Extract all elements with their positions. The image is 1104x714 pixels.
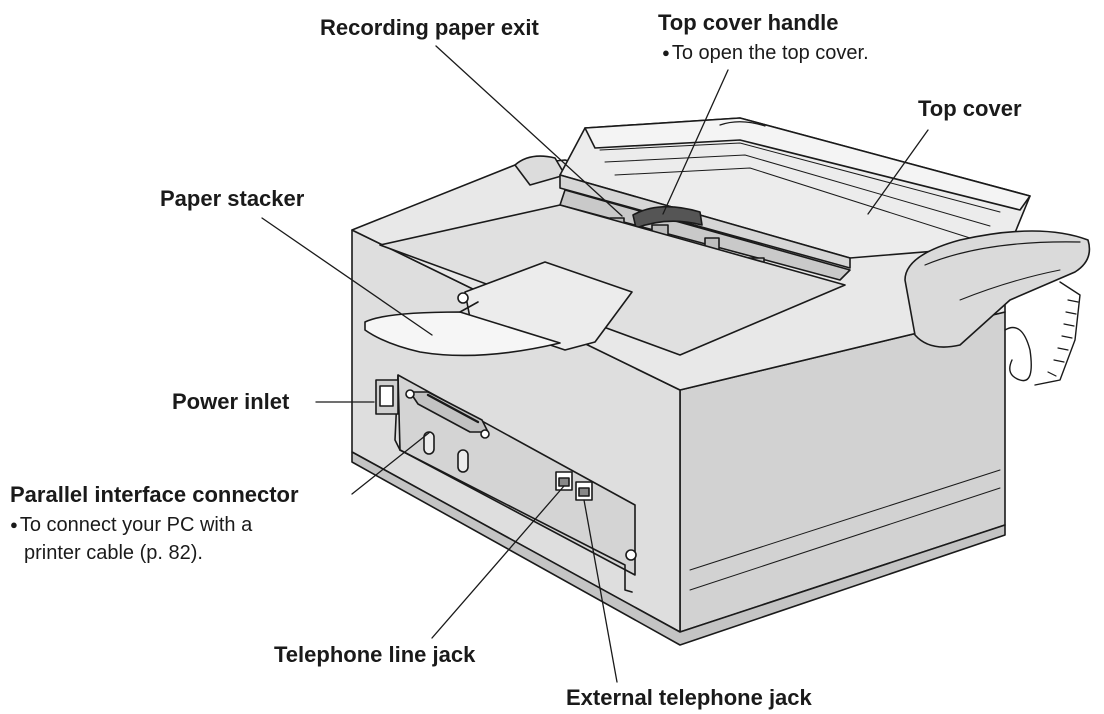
label-recording-paper-exit: Recording paper exit [320, 15, 539, 40]
parallel-interface-port [405, 389, 490, 439]
telephone-line-jack-port [555, 471, 573, 491]
label-telephone-line-jack: Telephone line jack [274, 642, 476, 667]
label-power-inlet: Power inlet [172, 389, 290, 414]
rear-slots [423, 431, 469, 473]
label-paper-stacker: Paper stacker [160, 186, 305, 211]
note-top-cover-handle: To open the top cover. [662, 40, 869, 68]
top-cover-handle [632, 205, 703, 229]
note-parallel-line2: printer cable (p. 82). [24, 542, 203, 564]
label-parallel-interface-connector: Parallel interface connector [10, 482, 299, 507]
note-parallel-line1: To connect your PC with a [10, 512, 252, 540]
power-inlet-socket [375, 379, 399, 415]
screw [625, 549, 637, 561]
note-top-cover-handle-text: To open the top cover. [671, 42, 869, 64]
external-telephone-jack-port [575, 481, 593, 501]
leader-lines [261, 45, 929, 683]
telephone-handset [904, 230, 1091, 386]
label-top-cover-handle: Top cover handle [658, 10, 839, 35]
note-parallel-line1-text: To connect your PC with a [19, 514, 253, 536]
label-top-cover: Top cover [918, 96, 1022, 121]
label-external-telephone-jack: External telephone jack [566, 685, 812, 710]
